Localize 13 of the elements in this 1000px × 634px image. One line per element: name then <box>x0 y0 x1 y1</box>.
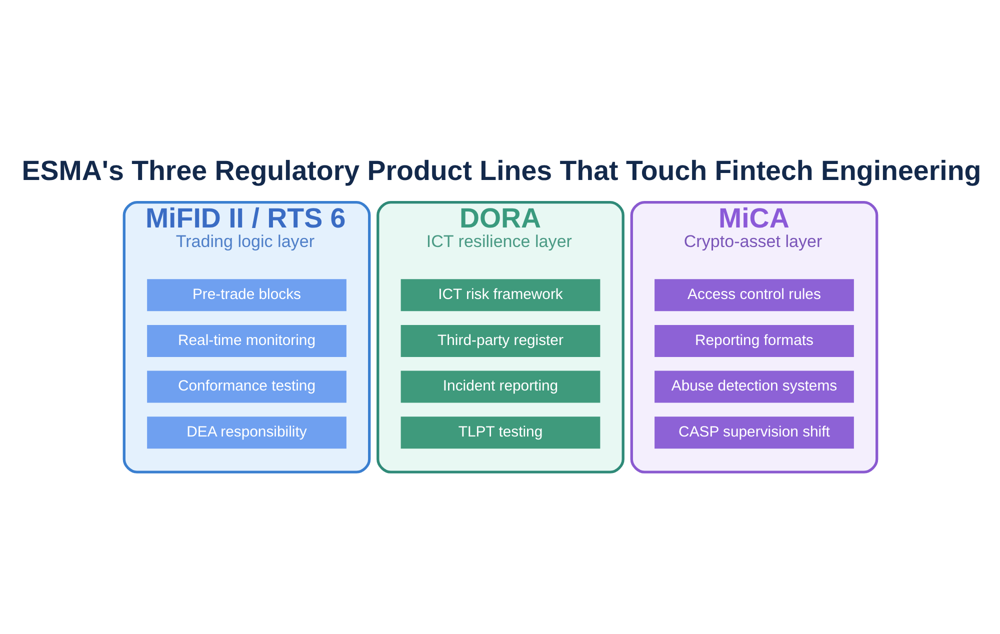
node-box: Reporting formats <box>654 324 854 356</box>
node-box: Third-party register <box>400 324 600 356</box>
node-box: Conformance testing <box>146 370 346 402</box>
node-box: Real-time monitoring <box>146 324 346 356</box>
node-box: Incident reporting <box>400 370 600 402</box>
node-box: Access control rules <box>654 278 854 311</box>
node-box: Abuse detection systems <box>654 370 854 402</box>
node-box: Pre-trade blocks <box>146 278 346 311</box>
node-box: TLPT testing <box>400 416 600 448</box>
node-box: ICT risk framework <box>400 278 600 311</box>
node-box: CASP supervision shift <box>654 416 854 448</box>
node-box: DEA responsibility <box>146 416 346 448</box>
diagram-title: ESMA's Three Regulatory Product Lines That Touch Fintech Engineering <box>21 154 981 186</box>
